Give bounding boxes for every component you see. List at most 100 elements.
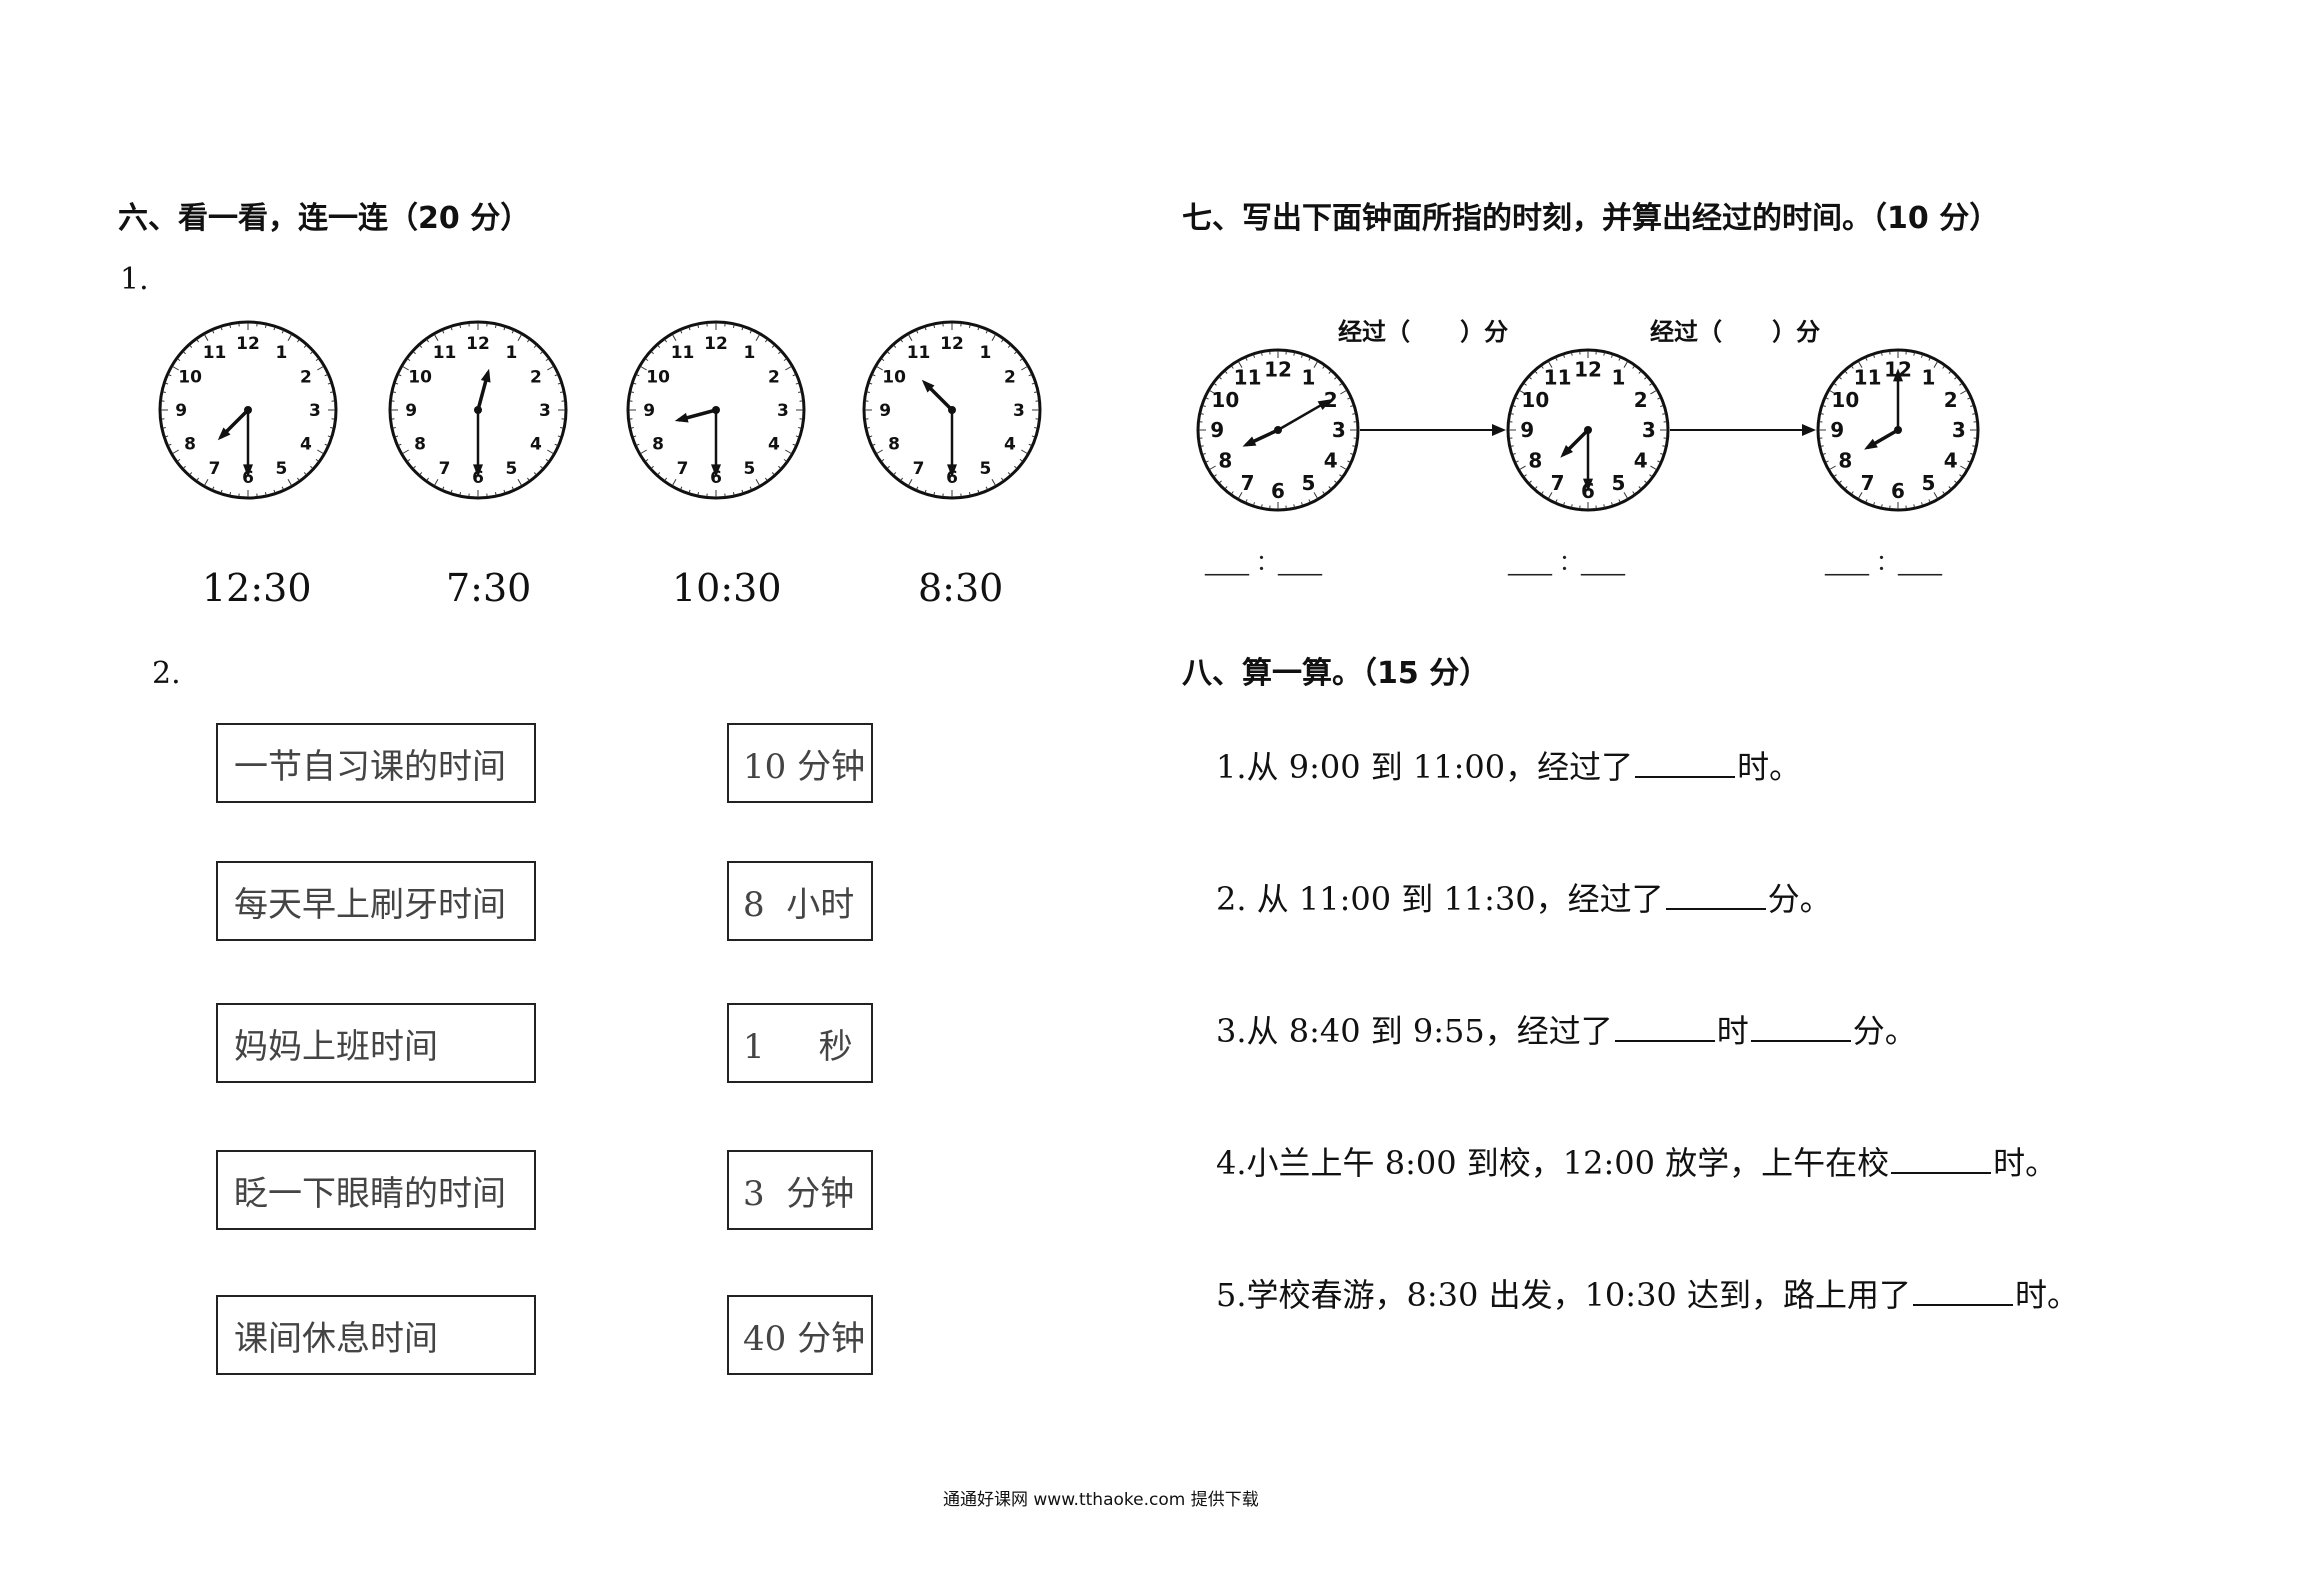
clock-numeral: 7: [1861, 471, 1875, 495]
clock-tick: [434, 334, 439, 341]
clock-tick: [732, 492, 735, 496]
clock-tick: [183, 465, 186, 469]
clock-tick: [1523, 474, 1527, 477]
left-box-3[interactable]: 妈妈上班时间: [216, 1003, 536, 1083]
right-box-4[interactable]: 3 分钟: [727, 1150, 873, 1230]
clock-tick: [1202, 405, 1206, 407]
clock-tick: [1555, 499, 1558, 503]
clock-numeral: 10: [1211, 388, 1239, 412]
clock-tick: [1829, 465, 1836, 470]
clock-tick: [560, 391, 564, 394]
clock-tick: [1921, 502, 1923, 506]
answer-blank-1[interactable]: ____ ：____: [1205, 551, 1322, 576]
clock-tick: [1954, 480, 1958, 484]
answer-blank[interactable]: [1891, 1171, 1992, 1174]
answer-blank-2[interactable]: ____ ：____: [1508, 551, 1625, 576]
clock-tick: [395, 435, 399, 438]
clock-tick: [1261, 352, 1263, 356]
clock-tick: [680, 330, 683, 334]
question-3-unit-hour: 时: [1716, 1012, 1749, 1050]
clock-numeral: 4: [1324, 449, 1338, 473]
question-3: 3.从 8:40 到 9:55，经过了时分。: [1216, 1006, 1917, 1052]
clock-numeral: 11: [1234, 366, 1262, 390]
left-box-4[interactable]: 眨一下眼睛的时间: [216, 1150, 536, 1230]
clock-tick: [1942, 365, 1945, 369]
clock-tick: [196, 339, 200, 343]
clock-tick: [1019, 358, 1023, 362]
clock-face: [862, 320, 1042, 500]
left-box-1[interactable]: 一节自习课的时间: [216, 723, 536, 803]
left-box-5[interactable]: 课间休息时间: [216, 1295, 536, 1375]
clock-tick: [664, 477, 668, 481]
clock-tick: [392, 391, 396, 394]
clock-tick: [1881, 352, 1883, 356]
clock-tick: [281, 330, 284, 334]
clock-tick: [749, 486, 752, 490]
clock-tick: [287, 479, 292, 486]
clock-tick: [1873, 502, 1875, 506]
clock-tick: [680, 486, 683, 490]
answer-blank-3[interactable]: ____ ：____: [1825, 551, 1942, 576]
question-2: 2. 从 11:00 到 11:30，经过了分。: [1216, 874, 1832, 920]
right-box-3[interactable]: 1 秒: [727, 1003, 873, 1083]
right-box-1[interactable]: 10 分钟: [727, 723, 873, 803]
clock-tick: [1031, 382, 1035, 385]
clock-tick: [792, 443, 796, 446]
hour-hand-tip: [217, 427, 231, 441]
clock-numeral: 11: [433, 343, 457, 363]
clock-numeral: 12: [704, 334, 728, 354]
clock-tick: [503, 489, 506, 493]
clock-tick: [900, 339, 904, 343]
clock-tick: [1948, 370, 1952, 374]
part2-label: 2.: [152, 656, 181, 691]
clock-tick: [798, 426, 802, 429]
clock-tick: [189, 345, 193, 348]
clock-tick: [1873, 354, 1875, 358]
clock-tick: [1838, 376, 1842, 380]
clock-tick: [450, 327, 453, 331]
clock-center: [1894, 426, 1902, 434]
clock-tick: [785, 366, 792, 371]
hour-hand-tip: [1560, 444, 1574, 458]
answer-blank[interactable]: [1614, 1039, 1715, 1042]
clock-tick: [1833, 474, 1837, 477]
section7-title: 七、写出下面钟面所指的时刻，并算出经过的时间。（10 分）: [1182, 201, 2000, 236]
clock-numeral: 8: [1528, 449, 1542, 473]
clock-tick: [1618, 499, 1621, 503]
clock-tick: [554, 374, 558, 377]
clock-numeral: 3: [777, 401, 789, 421]
clock-tick: [177, 358, 181, 362]
clock-tick: [540, 465, 543, 469]
clock-numeral: 2: [1944, 388, 1958, 412]
right-box-5[interactable]: 40 分钟: [727, 1295, 873, 1375]
clock-numeral: 4: [530, 435, 542, 455]
footer: 通通好课网 www.tthaoke.com 提供下载: [943, 1490, 1259, 1510]
clock-numeral: 8: [888, 435, 900, 455]
clock-tick: [783, 458, 787, 462]
clock-numeral: 1: [276, 343, 288, 363]
question-1-unit: 时。: [1737, 748, 1802, 786]
clock-tick: [1662, 413, 1666, 415]
clock-tick: [1822, 453, 1826, 455]
clock-tick: [1350, 453, 1354, 455]
clock-numeral: 6: [472, 468, 484, 488]
answer-blank[interactable]: [1750, 1039, 1851, 1042]
clock-numeral: 1: [1611, 366, 1625, 390]
elapsed-label-2: 经过（ ）分: [1650, 318, 1821, 346]
clock-tick: [526, 339, 530, 343]
clock-tick: [732, 324, 735, 328]
clock-face: [158, 320, 338, 500]
answer-blank[interactable]: [1635, 775, 1736, 778]
clock-tick: [315, 358, 319, 362]
clock-tick: [1638, 370, 1642, 374]
question-2-text: 2. 从 11:00 到 11:30，经过了: [1216, 880, 1664, 918]
clock-tick: [1205, 460, 1209, 463]
right-box-2[interactable]: 8 小时: [727, 861, 873, 941]
answer-blank[interactable]: [1665, 907, 1766, 910]
clock-center: [474, 406, 482, 414]
left-box-2[interactable]: 每天早上刷牙时间: [216, 861, 536, 941]
answer-blank[interactable]: [1912, 1303, 2013, 1306]
clock-tick: [900, 477, 904, 481]
